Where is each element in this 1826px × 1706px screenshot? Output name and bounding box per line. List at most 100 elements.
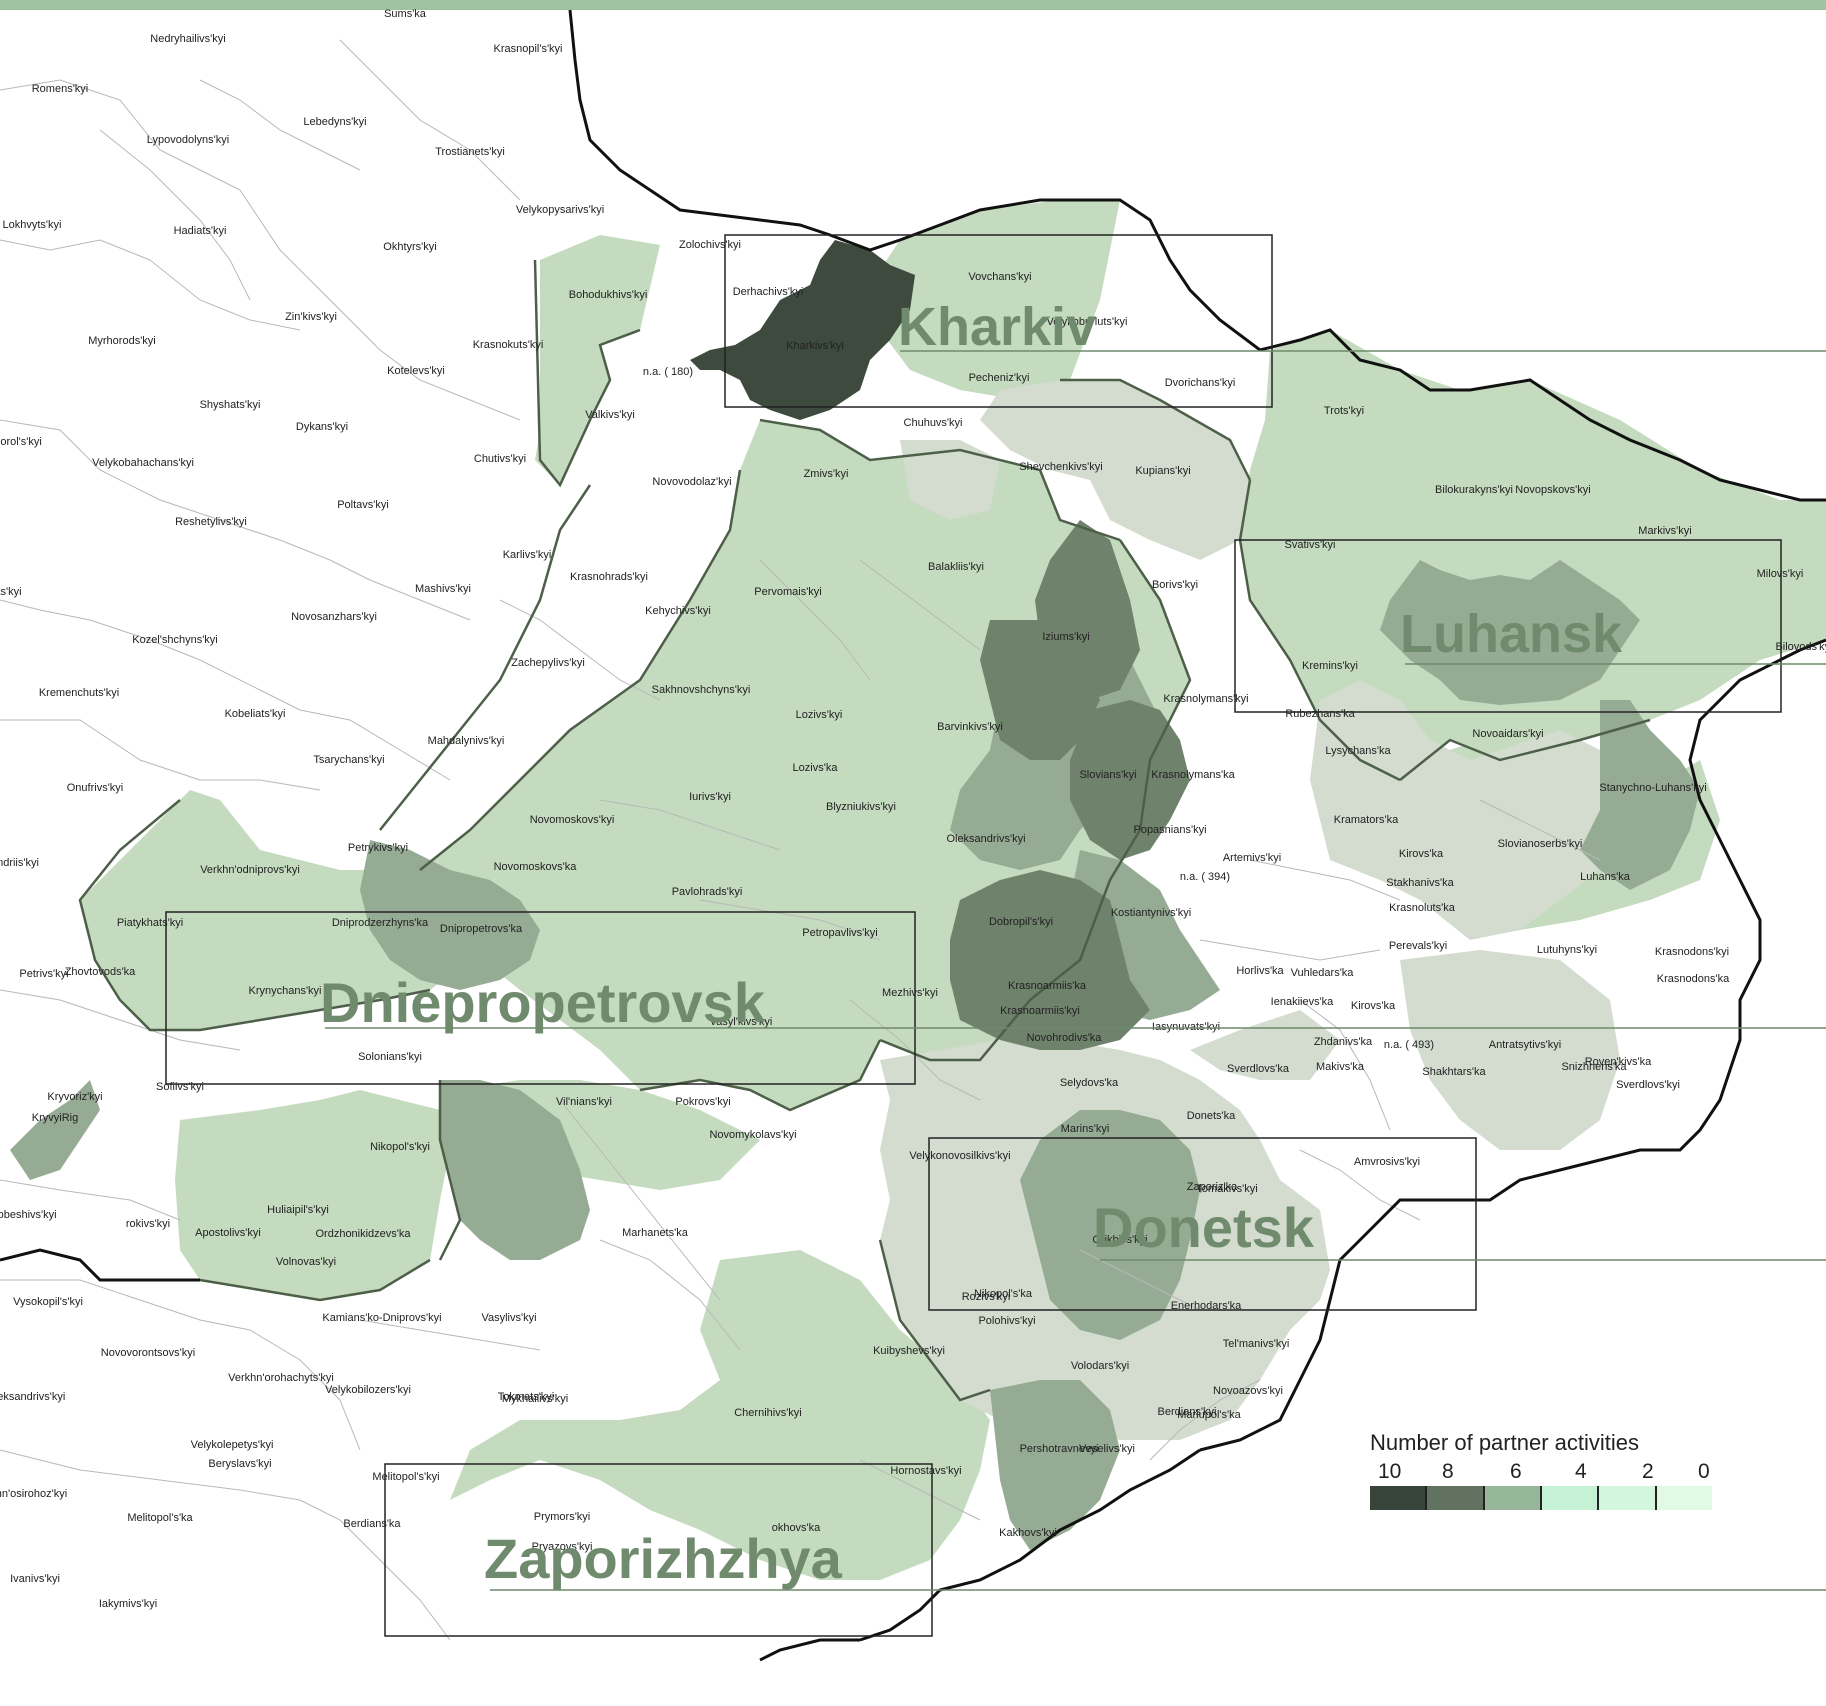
district-label: Trostianets'kyi bbox=[435, 146, 505, 158]
district-label: Tsarychans'kyi bbox=[313, 754, 384, 766]
oblast-boundary-5 bbox=[419, 469, 742, 871]
national-border-0 bbox=[568, 9, 1826, 502]
district-label: Nedryhailivs'kyi bbox=[150, 33, 225, 45]
district-fill-6 bbox=[175, 1090, 450, 1300]
district-label: Velykonovosilkivs'kyi bbox=[909, 1150, 1010, 1162]
district-label: Onufrivs'kyi bbox=[67, 782, 124, 794]
oblast-label: Luhansk bbox=[1400, 604, 1623, 664]
district-label: Novovorontsovs'kyi bbox=[101, 1347, 195, 1359]
district-label: Ordzhonikidzevs'ka bbox=[315, 1228, 411, 1240]
district-label: ndriis'kyi bbox=[0, 857, 39, 869]
district-label: Novohrodivs'ka bbox=[1027, 1032, 1103, 1044]
district-label: horol's'kyi bbox=[0, 436, 42, 448]
district-label: as'kyi bbox=[0, 586, 22, 598]
district-label: Volnovas'kyi bbox=[276, 1256, 336, 1268]
district-label: Horlivs'ka bbox=[1236, 965, 1284, 977]
district-label: Kuibyshevs'kyi bbox=[873, 1345, 945, 1357]
district-label: Kobeliats'kyi bbox=[225, 708, 286, 720]
district-label: Marhanets'ka bbox=[622, 1227, 689, 1239]
district-label: Zolochivs'kyi bbox=[679, 239, 741, 251]
oblast-boundary-1 bbox=[379, 484, 592, 831]
legend-tick-label: 4 bbox=[1575, 1460, 1587, 1483]
district-boundary-10 bbox=[299, 1499, 451, 1641]
district-boundary-17 bbox=[559, 1099, 721, 1301]
district-label: Melitopol's'ka bbox=[127, 1512, 193, 1524]
district-label: Romens'kyi bbox=[32, 83, 89, 95]
district-boundary-18 bbox=[359, 1319, 541, 1351]
district-boundary-1 bbox=[0, 239, 301, 331]
district-label: Kostiantynivs'kyi bbox=[1111, 907, 1191, 919]
district-fill-28 bbox=[690, 240, 915, 420]
district-label: Zhdanivs'ka bbox=[1314, 1036, 1373, 1048]
district-label: Pervomais'kyi bbox=[754, 586, 822, 598]
district-label: Chuhuvs'kyi bbox=[904, 417, 963, 429]
district-label: Okhtyrs'kyi bbox=[383, 241, 436, 253]
district-label: Stakhanivs'ka bbox=[1386, 877, 1454, 889]
district-label: n.a. ( 180) bbox=[643, 366, 693, 378]
district-label: Dnipropetrovs'ka bbox=[440, 923, 523, 935]
district-label: Donets'ka bbox=[1187, 1110, 1236, 1122]
district-label: Roven'kivs'ka bbox=[1585, 1056, 1652, 1068]
district-fill-20 bbox=[990, 1380, 1120, 1550]
district-label: Zachepylivs'kyi bbox=[511, 657, 585, 669]
legend-tick-label: 8 bbox=[1442, 1460, 1454, 1483]
district-label: Pavlohrads'kyi bbox=[672, 886, 743, 898]
district-label: Piatykhats'kyi bbox=[117, 917, 183, 929]
district-fill-26 bbox=[950, 870, 1150, 1050]
national-border-4 bbox=[0, 1248, 200, 1282]
district-fill-10 bbox=[900, 440, 1000, 520]
district-label: rokivs'kyi bbox=[126, 1218, 170, 1230]
district-boundary-7 bbox=[0, 1179, 181, 1221]
district-fill-25 bbox=[1035, 520, 1140, 700]
district-label: Sverdlovs'ka bbox=[1227, 1063, 1290, 1075]
district-label: Starobeshivs'kyi bbox=[0, 1209, 57, 1221]
district-label: Sverdlovs'kyi bbox=[1616, 1079, 1680, 1091]
district-label: Novomykolavs'kyi bbox=[709, 1129, 796, 1141]
district-label: Lysychans'ka bbox=[1325, 745, 1391, 757]
district-label: Mashivs'kyi bbox=[415, 583, 471, 595]
district-fills bbox=[10, 200, 1826, 1580]
district-label: Kamians'ko-Dniprovs'kyi bbox=[322, 1312, 441, 1324]
oblast-boundary-9 bbox=[1060, 378, 1252, 481]
oblast-box-4 bbox=[384, 1463, 933, 1637]
oblast-label: Zaporizhzhya bbox=[484, 1527, 843, 1590]
oblast-callouts: KharkivLuhanskDniepropetrovskDonetskZapo… bbox=[165, 234, 1826, 1637]
district-fill-8 bbox=[450, 1250, 990, 1580]
district-fill-18 bbox=[1580, 700, 1700, 890]
national-border-1 bbox=[1199, 638, 1826, 1452]
legend-swatch-4 bbox=[1599, 1486, 1657, 1510]
district-label: Orikhivs'kyi bbox=[1092, 1234, 1147, 1246]
district-label: Poltavs'kyi bbox=[337, 499, 389, 511]
district-label: Slovianoserbs'kyi bbox=[1498, 838, 1583, 850]
district-label: Dykans'kyi bbox=[296, 421, 348, 433]
legend-tick-label: 2 bbox=[1642, 1460, 1654, 1483]
district-label: Nikopol's'ka bbox=[974, 1288, 1033, 1300]
district-label: Mezhivs'kyi bbox=[882, 987, 938, 999]
legend-swatch-1 bbox=[1427, 1486, 1485, 1510]
district-boundary-9 bbox=[0, 1449, 301, 1501]
district-label: Pryazovs'kyi bbox=[532, 1541, 593, 1553]
district-label: Trots'kyi bbox=[1324, 405, 1364, 417]
district-label: Mykhailivs'kyi bbox=[502, 1393, 568, 1405]
district-label: Marins'kyi bbox=[1061, 1123, 1110, 1135]
district-label: Kharkivs'kyi bbox=[786, 340, 844, 352]
district-boundary-8 bbox=[0, 1279, 251, 1331]
district-fill-5 bbox=[80, 790, 480, 1030]
district-boundary-13 bbox=[379, 349, 521, 421]
district-label: Tomakivs'kyi bbox=[1196, 1183, 1257, 1195]
district-label: Luhans'ka bbox=[1580, 871, 1631, 883]
district-label: Bilovods'kyi bbox=[1775, 641, 1826, 653]
district-label: Stanychno-Luhans'kyi bbox=[1599, 782, 1706, 794]
district-label: Apostolivs'kyi bbox=[195, 1227, 261, 1239]
district-label: Bohodukhivs'kyi bbox=[569, 289, 648, 301]
district-label: Krasnoarmiis'ka bbox=[1008, 980, 1087, 992]
district-label: Chutivs'kyi bbox=[474, 453, 526, 465]
district-label: Prymors'kyi bbox=[534, 1511, 591, 1523]
district-label: Vysokopil's'kyi bbox=[13, 1296, 83, 1308]
district-label: Velykopysarivs'kyi bbox=[516, 204, 604, 216]
district-label: Iasynuvats'kyi bbox=[1152, 1021, 1220, 1033]
district-label: Hadiats'kyi bbox=[174, 225, 227, 237]
district-label: Mahdalynivs'kyi bbox=[428, 735, 505, 747]
